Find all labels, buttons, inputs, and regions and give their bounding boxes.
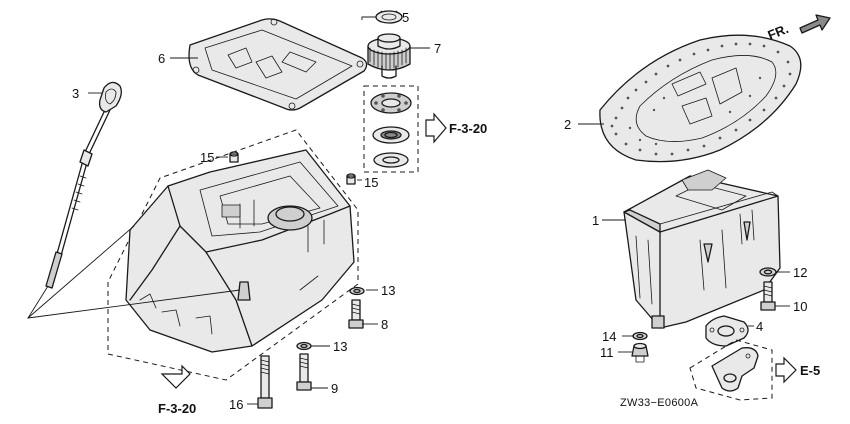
bolt-part-16[interactable] — [257, 355, 273, 409]
callout-7: 7 — [434, 41, 441, 56]
callout-13b: 13 — [333, 339, 347, 354]
callout-12: 12 — [793, 265, 807, 280]
bearing-group — [363, 85, 419, 173]
callout-15b: 15 — [364, 175, 378, 190]
ref-label-bearing: F-3-20 — [449, 121, 487, 136]
callout-14: 14 — [602, 329, 616, 344]
ref-label-oil-case: F-3-20 — [158, 401, 196, 416]
callout-16: 16 — [229, 397, 243, 412]
ref-label-drain: E-5 — [800, 363, 820, 378]
callout-3: 3 — [72, 86, 79, 101]
snap-ring-part-5[interactable] — [375, 10, 403, 24]
washer-part-14[interactable] — [632, 331, 648, 341]
callout-15a: 15 — [200, 150, 214, 165]
front-direction-indicator: FR. — [766, 14, 831, 43]
bolt-part-10[interactable] — [760, 281, 776, 311]
washer-part-13b[interactable] — [296, 341, 312, 351]
dowel-pin-15b[interactable] — [346, 173, 356, 185]
callout-5: 5 — [402, 10, 409, 25]
callout-10: 10 — [793, 299, 807, 314]
callout-13a: 13 — [381, 283, 395, 298]
callout-6: 6 — [158, 51, 165, 66]
gasket-part-6[interactable] — [188, 18, 368, 111]
ref-arrow-oil-case[interactable]: F-3-20 — [158, 364, 196, 416]
washer-part-13a[interactable] — [349, 286, 365, 296]
drain-fitting-group: E-5 — [689, 339, 820, 401]
oil-pan-part-1[interactable] — [623, 169, 781, 329]
callout-8: 8 — [381, 317, 388, 332]
front-label: FR. — [766, 21, 791, 43]
ref-arrow-bearing[interactable]: F-3-20 — [425, 112, 487, 144]
dowel-pin-15a[interactable] — [229, 151, 239, 163]
drain-fitting[interactable] — [711, 347, 759, 392]
bearing-lower[interactable] — [373, 152, 409, 168]
dipstick-part-3[interactable] — [45, 81, 122, 289]
oil-case-group-outline — [107, 129, 359, 381]
gear-part-7[interactable] — [367, 33, 411, 79]
drain-plug-part-11[interactable] — [631, 342, 649, 363]
callout-1: 1 — [592, 213, 599, 228]
callout-2: 2 — [564, 117, 571, 132]
bolt-part-9[interactable] — [296, 353, 312, 391]
washer-part-12[interactable] — [759, 267, 777, 277]
diagram-code: ZW33−E0600A — [620, 397, 699, 409]
callout-9: 9 — [331, 381, 338, 396]
callout-4: 4 — [756, 319, 763, 334]
callout-11: 11 — [600, 345, 614, 360]
right-leaders — [578, 123, 790, 353]
bearing-upper[interactable] — [370, 92, 412, 114]
bolt-part-8[interactable] — [348, 299, 364, 329]
left-leaders — [27, 16, 430, 405]
bearing-middle[interactable] — [372, 126, 410, 144]
gasket-part-4[interactable] — [705, 315, 749, 347]
oil-case-body[interactable] — [125, 149, 355, 353]
gasket-part-2[interactable] — [599, 34, 802, 163]
